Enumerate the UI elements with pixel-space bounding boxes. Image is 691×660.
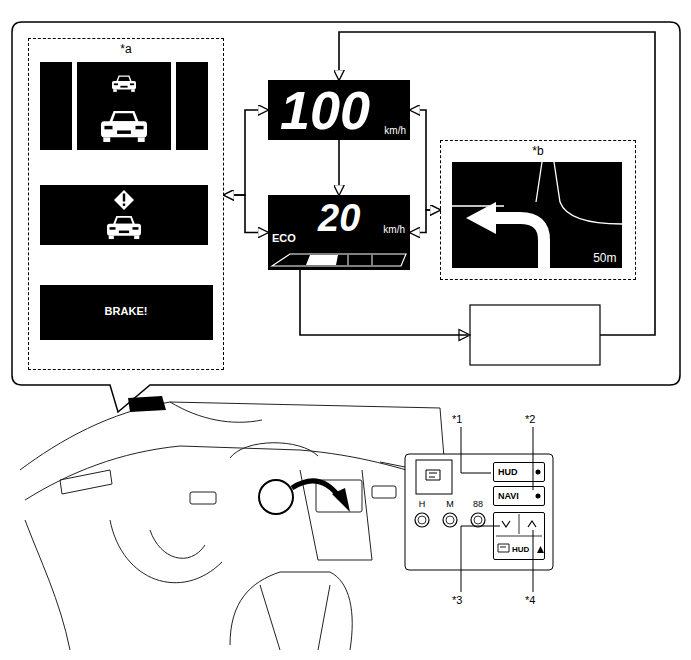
navi-group: *b 50m — [440, 140, 636, 280]
down-chevron — [502, 521, 510, 527]
hud-icon — [498, 544, 509, 552]
clock-button — [443, 513, 457, 527]
callout-number: *2 — [525, 414, 535, 425]
panel-text: ECO — [272, 233, 296, 244]
eco-bar — [268, 247, 410, 270]
panel-text: 100 — [280, 83, 370, 137]
up-chevron — [528, 521, 536, 527]
warning-symbol — [123, 204, 125, 206]
panel-text: HUD — [512, 546, 529, 554]
hud-frame — [12, 22, 680, 412]
display-panel — [40, 185, 208, 245]
car-icon — [112, 76, 136, 92]
display-box — [470, 305, 600, 365]
warning-symbol — [114, 190, 134, 210]
hud-projection — [128, 396, 166, 412]
display-panel — [40, 62, 72, 150]
flow-arrow — [224, 110, 268, 195]
pointer-arrow-head — [332, 488, 350, 512]
display-panel — [176, 62, 208, 150]
panel-text: 50m — [593, 252, 616, 264]
flow-arrow — [410, 110, 440, 210]
callout-number: *3 — [452, 595, 462, 606]
callout-number: *1 — [452, 414, 462, 425]
eco-panel: ECO 20 km/h — [268, 195, 410, 270]
brightness-switch: HUD — [493, 512, 545, 560]
warning-symbol — [123, 194, 125, 202]
panel-text: BRAKE! — [40, 306, 213, 317]
panel-subtext: km/h — [383, 225, 405, 235]
indicator-dot — [536, 470, 541, 475]
pointer-arrow — [292, 481, 340, 498]
panel-subtext: 20 — [318, 199, 360, 237]
flow-arrow — [410, 210, 440, 233]
panel-text: *a — [29, 43, 223, 55]
up-triangle — [537, 546, 544, 553]
navi-button: NAVI — [493, 486, 545, 506]
switch-location — [259, 480, 293, 514]
leader-line — [461, 427, 533, 592]
car-icon — [107, 216, 141, 239]
flow-arrow — [300, 32, 655, 335]
panel-text: NAVI — [498, 492, 519, 501]
clock-button — [415, 513, 429, 527]
dashboard-illustration — [20, 402, 446, 650]
speed-panel: 100 km/h — [268, 80, 410, 140]
flow-arrow — [224, 195, 268, 233]
switch-housing — [405, 454, 553, 570]
panel-text: HUD — [498, 468, 518, 477]
car-icon — [101, 111, 147, 142]
hud-button: HUD — [493, 462, 545, 482]
panel-subtext: km/h — [384, 126, 406, 136]
display-group: *aBRAKE! — [28, 38, 224, 370]
display-panel — [77, 62, 171, 150]
brake-panel: BRAKE! — [40, 285, 213, 340]
hud-icon — [426, 470, 440, 480]
button-label: 88 — [468, 500, 488, 509]
clock-button — [471, 513, 485, 527]
button-label: M — [440, 500, 460, 509]
navi-panel: 50m — [452, 162, 622, 268]
callout-number: *4 — [525, 595, 535, 606]
rocker-divider — [496, 514, 542, 536]
indicator-dot — [536, 494, 541, 499]
button-label: H — [412, 500, 432, 509]
clock-display — [416, 460, 452, 494]
flow-arrow — [338, 140, 340, 195]
panel-text: *b — [441, 145, 635, 157]
